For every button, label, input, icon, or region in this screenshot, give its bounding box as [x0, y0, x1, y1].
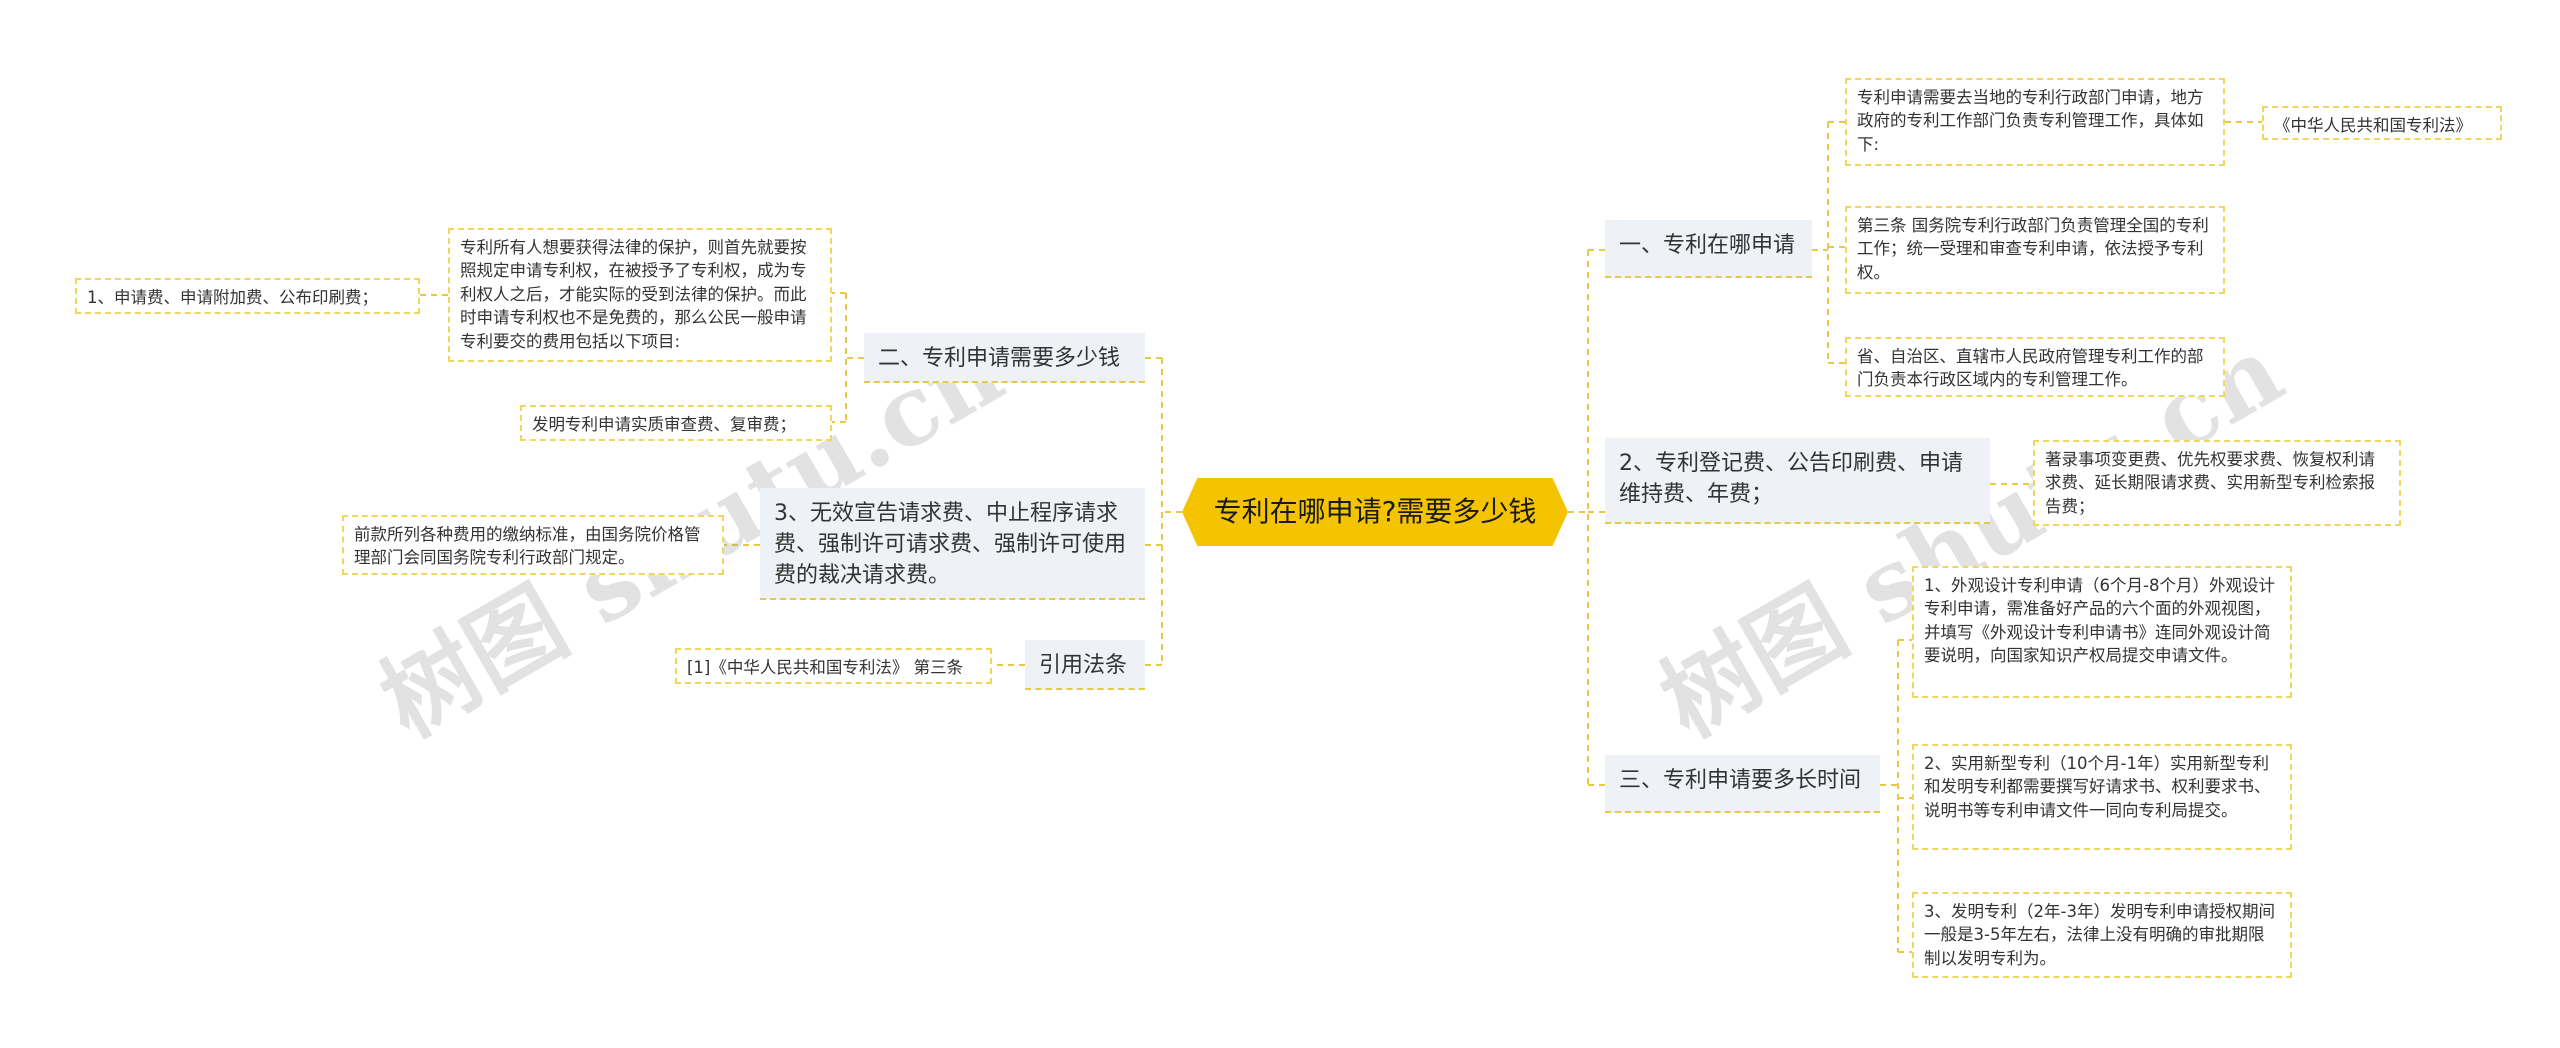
- leaf-apply-local-office[interactable]: 专利申请需要去当地的专利行政部门申请，地方政府的专利工作部门负责专利管理工作，具…: [1845, 78, 2225, 166]
- leaf-provincial-dept[interactable]: 省、自治区、直辖市人民政府管理专利工作的部门负责本行政区域内的专利管理工作。: [1845, 337, 2225, 397]
- branch-invalidation-fees[interactable]: 3、无效宣告请求费、中止程序请求费、强制许可请求费、强制许可使用费的裁决请求费。: [760, 488, 1145, 600]
- branch-how-much[interactable]: 二、专利申请需要多少钱: [864, 333, 1145, 383]
- branch-where-to-apply[interactable]: 一、专利在哪申请: [1605, 220, 1812, 278]
- leaf-patent-law-article[interactable]: [1]《中华人民共和国专利法》 第三条: [675, 648, 992, 684]
- leaf-design-patent[interactable]: 1、外观设计专利申请（6个月-8个月）外观设计专利申请，需准备好产品的六个面的外…: [1912, 566, 2292, 698]
- leaf-change-fees[interactable]: 著录事项变更费、优先权要求费、恢复权利请求费、延长期限请求费、实用新型专利检索报…: [2033, 440, 2401, 526]
- leaf-patent-law-ref[interactable]: 《中华人民共和国专利法》: [2262, 106, 2502, 140]
- leaf-article-three[interactable]: 第三条 国务院专利行政部门负责管理全国的专利工作；统一受理和审查专利申请，依法授…: [1845, 206, 2225, 294]
- leaf-utility-patent[interactable]: 2、实用新型专利（10个月-1年）实用新型专利和发明专利都需要撰写好请求书、权利…: [1912, 744, 2292, 850]
- leaf-legal-protection[interactable]: 专利所有人想要获得法律的保护，则首先就要按照规定申请专利权，在被授予了专利权，成…: [448, 228, 832, 362]
- leaf-fee-standards[interactable]: 前款所列各种费用的缴纳标准，由国务院价格管理部门会同国务院专利行政部门规定。: [342, 515, 724, 575]
- leaf-invention-patent[interactable]: 3、发明专利（2年-3年）发明专利申请授权期间一般是3-5年左右，法律上没有明确…: [1912, 892, 2292, 978]
- branch-cited-law[interactable]: 引用法条: [1025, 640, 1145, 690]
- leaf-application-fees[interactable]: 1、申请费、申请附加费、公布印刷费；: [75, 278, 420, 314]
- central-topic[interactable]: 专利在哪申请?需要多少钱: [1182, 478, 1568, 546]
- branch-application-time[interactable]: 三、专利申请要多长时间: [1605, 755, 1880, 813]
- leaf-examination-fees[interactable]: 发明专利申请实质审查费、复审费；: [520, 405, 832, 441]
- branch-registration-fees[interactable]: 2、专利登记费、公告印刷费、申请维持费、年费；: [1605, 438, 1990, 524]
